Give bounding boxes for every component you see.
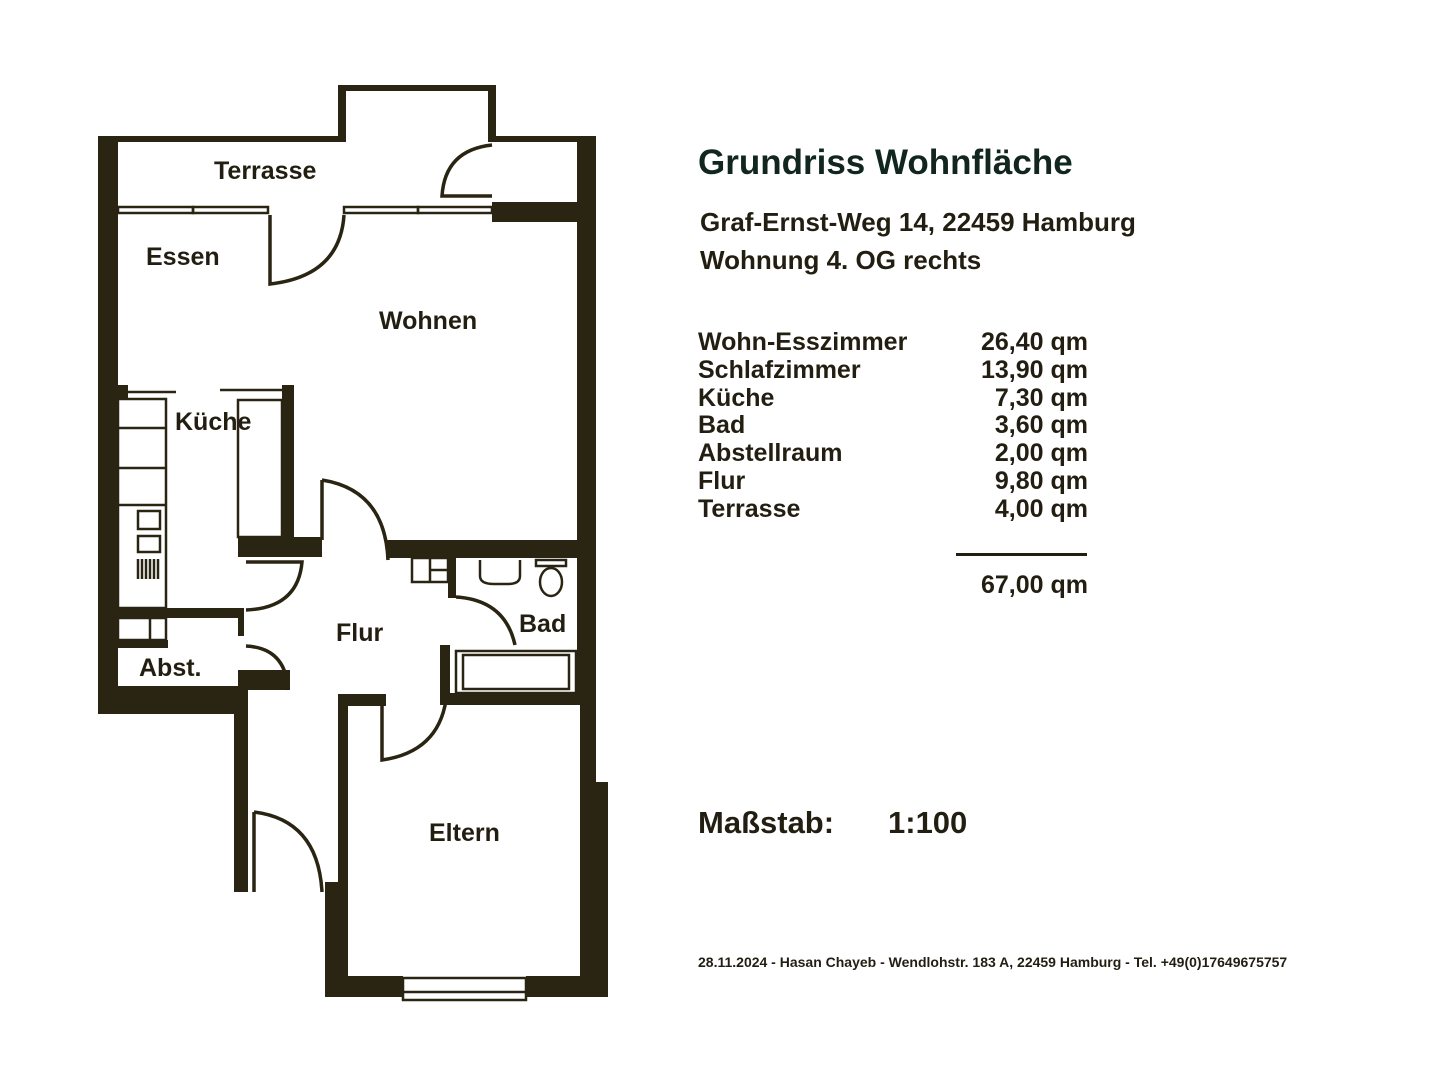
area-value: 3,60 qm <box>994 411 1088 440</box>
area-value: 2,00 qm <box>994 439 1088 468</box>
area-row: Wohn-Esszimmer 26,40 qm <box>698 328 1088 356</box>
area-value: 7,30 qm <box>994 383 1088 412</box>
windows-and-fixtures <box>116 205 578 1002</box>
walls <box>98 85 608 997</box>
footer-credits: 28.11.2024 - Hasan Chayeb - Wendlohstr. … <box>698 954 1288 970</box>
room-label-abst: Abst. <box>139 654 202 682</box>
door-swings <box>245 143 517 893</box>
room-label-flur: Flur <box>336 619 383 647</box>
room-label-wohnen: Wohnen <box>379 307 477 335</box>
area-name: Schlafzimmer <box>698 355 861 384</box>
area-row: Schlafzimmer 13,90 qm <box>698 356 1088 384</box>
area-row: Terrasse 4,00 qm <box>698 495 1088 523</box>
unit-label: Wohnung 4. OG rechts <box>700 245 982 275</box>
area-row: Flur 9,80 qm <box>698 467 1088 495</box>
area-value: 13,90 qm <box>980 355 1088 384</box>
page-title: Grundriss Wohnfläche <box>698 143 1073 182</box>
room-label-essen: Essen <box>146 243 220 271</box>
area-table: Wohn-Esszimmer 26,40 qm Schlafzimmer 13,… <box>698 328 1088 523</box>
room-label-eltern: Eltern <box>429 819 500 847</box>
area-name: Küche <box>698 383 775 412</box>
room-labels: Terrasse Essen Wohnen Küche Flur Bad Abs… <box>139 157 566 847</box>
room-label-terrasse: Terrasse <box>214 157 316 185</box>
area-name: Bad <box>698 411 746 440</box>
area-name: Terrasse <box>698 494 801 523</box>
area-row: Küche 7,30 qm <box>698 384 1088 412</box>
area-row: Abstellraum 2,00 qm <box>698 439 1088 467</box>
address: Graf-Ernst-Weg 14, 22459 Hamburg <box>700 207 1136 237</box>
area-value: 4,00 qm <box>994 494 1088 523</box>
room-label-bad: Bad <box>519 610 566 638</box>
area-name: Abstellraum <box>698 439 843 468</box>
area-value: 26,40 qm <box>980 328 1088 356</box>
area-row: Bad 3,60 qm <box>698 411 1088 439</box>
area-name: Flur <box>698 466 746 495</box>
scale-label: Maßstab: <box>698 805 835 840</box>
area-name: Wohn-Esszimmer <box>698 328 908 356</box>
area-value: 9,80 qm <box>994 466 1088 495</box>
floor-plan: Terrasse Essen Wohnen Küche Flur Bad Abs… <box>98 85 608 1002</box>
room-label-kueche: Küche <box>175 408 252 436</box>
total-area: 67,00 qm <box>980 571 1088 599</box>
scale-value: 1:100 <box>888 805 968 840</box>
sum-divider <box>956 553 1087 556</box>
